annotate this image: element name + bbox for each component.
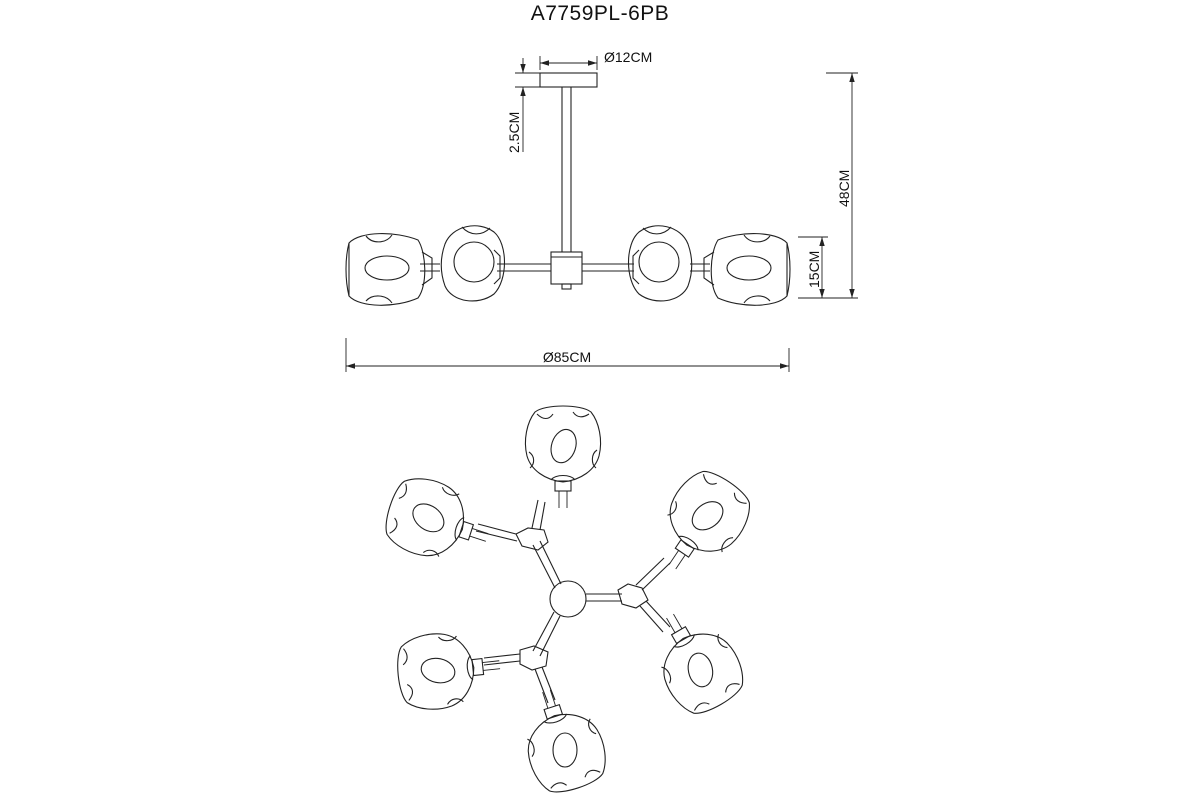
dimension-total-diameter: Ø85CM: [345, 338, 790, 372]
canopy: [539, 72, 598, 88]
shade-outer-left: [345, 233, 433, 306]
top-view: [377, 405, 762, 800]
dimension-label-total-diameter: Ø85CM: [543, 349, 591, 365]
shade-lower-left: [393, 626, 505, 714]
joint-lower-left: [483, 645, 556, 704]
shade-outer-right: [703, 233, 791, 306]
dimension-label-canopy-diameter: Ø12CM: [604, 49, 652, 65]
center-ball: [549, 580, 587, 618]
shade-top: [524, 405, 602, 509]
joint-right: [617, 557, 671, 633]
shade-upper-left: [377, 469, 500, 574]
shade-upper-right: [640, 460, 762, 589]
shade-bottom: [510, 678, 615, 800]
model-title: A7759PL-6PB: [530, 2, 670, 25]
dimension-shade-height: 15CM: [798, 236, 828, 299]
front-view: Ø12CM 2.5CM 48CM 15CM: [345, 49, 858, 372]
shade-inner-left: [440, 225, 505, 302]
dimension-label-total-height: 48CM: [836, 170, 852, 207]
dimension-label-shade-height: 15CM: [806, 251, 822, 288]
shade-inner-right: [628, 225, 693, 302]
dimension-canopy-diameter: Ø12CM: [539, 49, 652, 70]
shade-lower-right: [636, 596, 755, 724]
dimension-label-canopy-height: 2.5CM: [506, 112, 522, 153]
dimension-canopy-height: 2.5CM: [506, 58, 540, 153]
joint-upper-left: [475, 499, 549, 551]
dimension-total-height: 48CM: [826, 72, 858, 299]
